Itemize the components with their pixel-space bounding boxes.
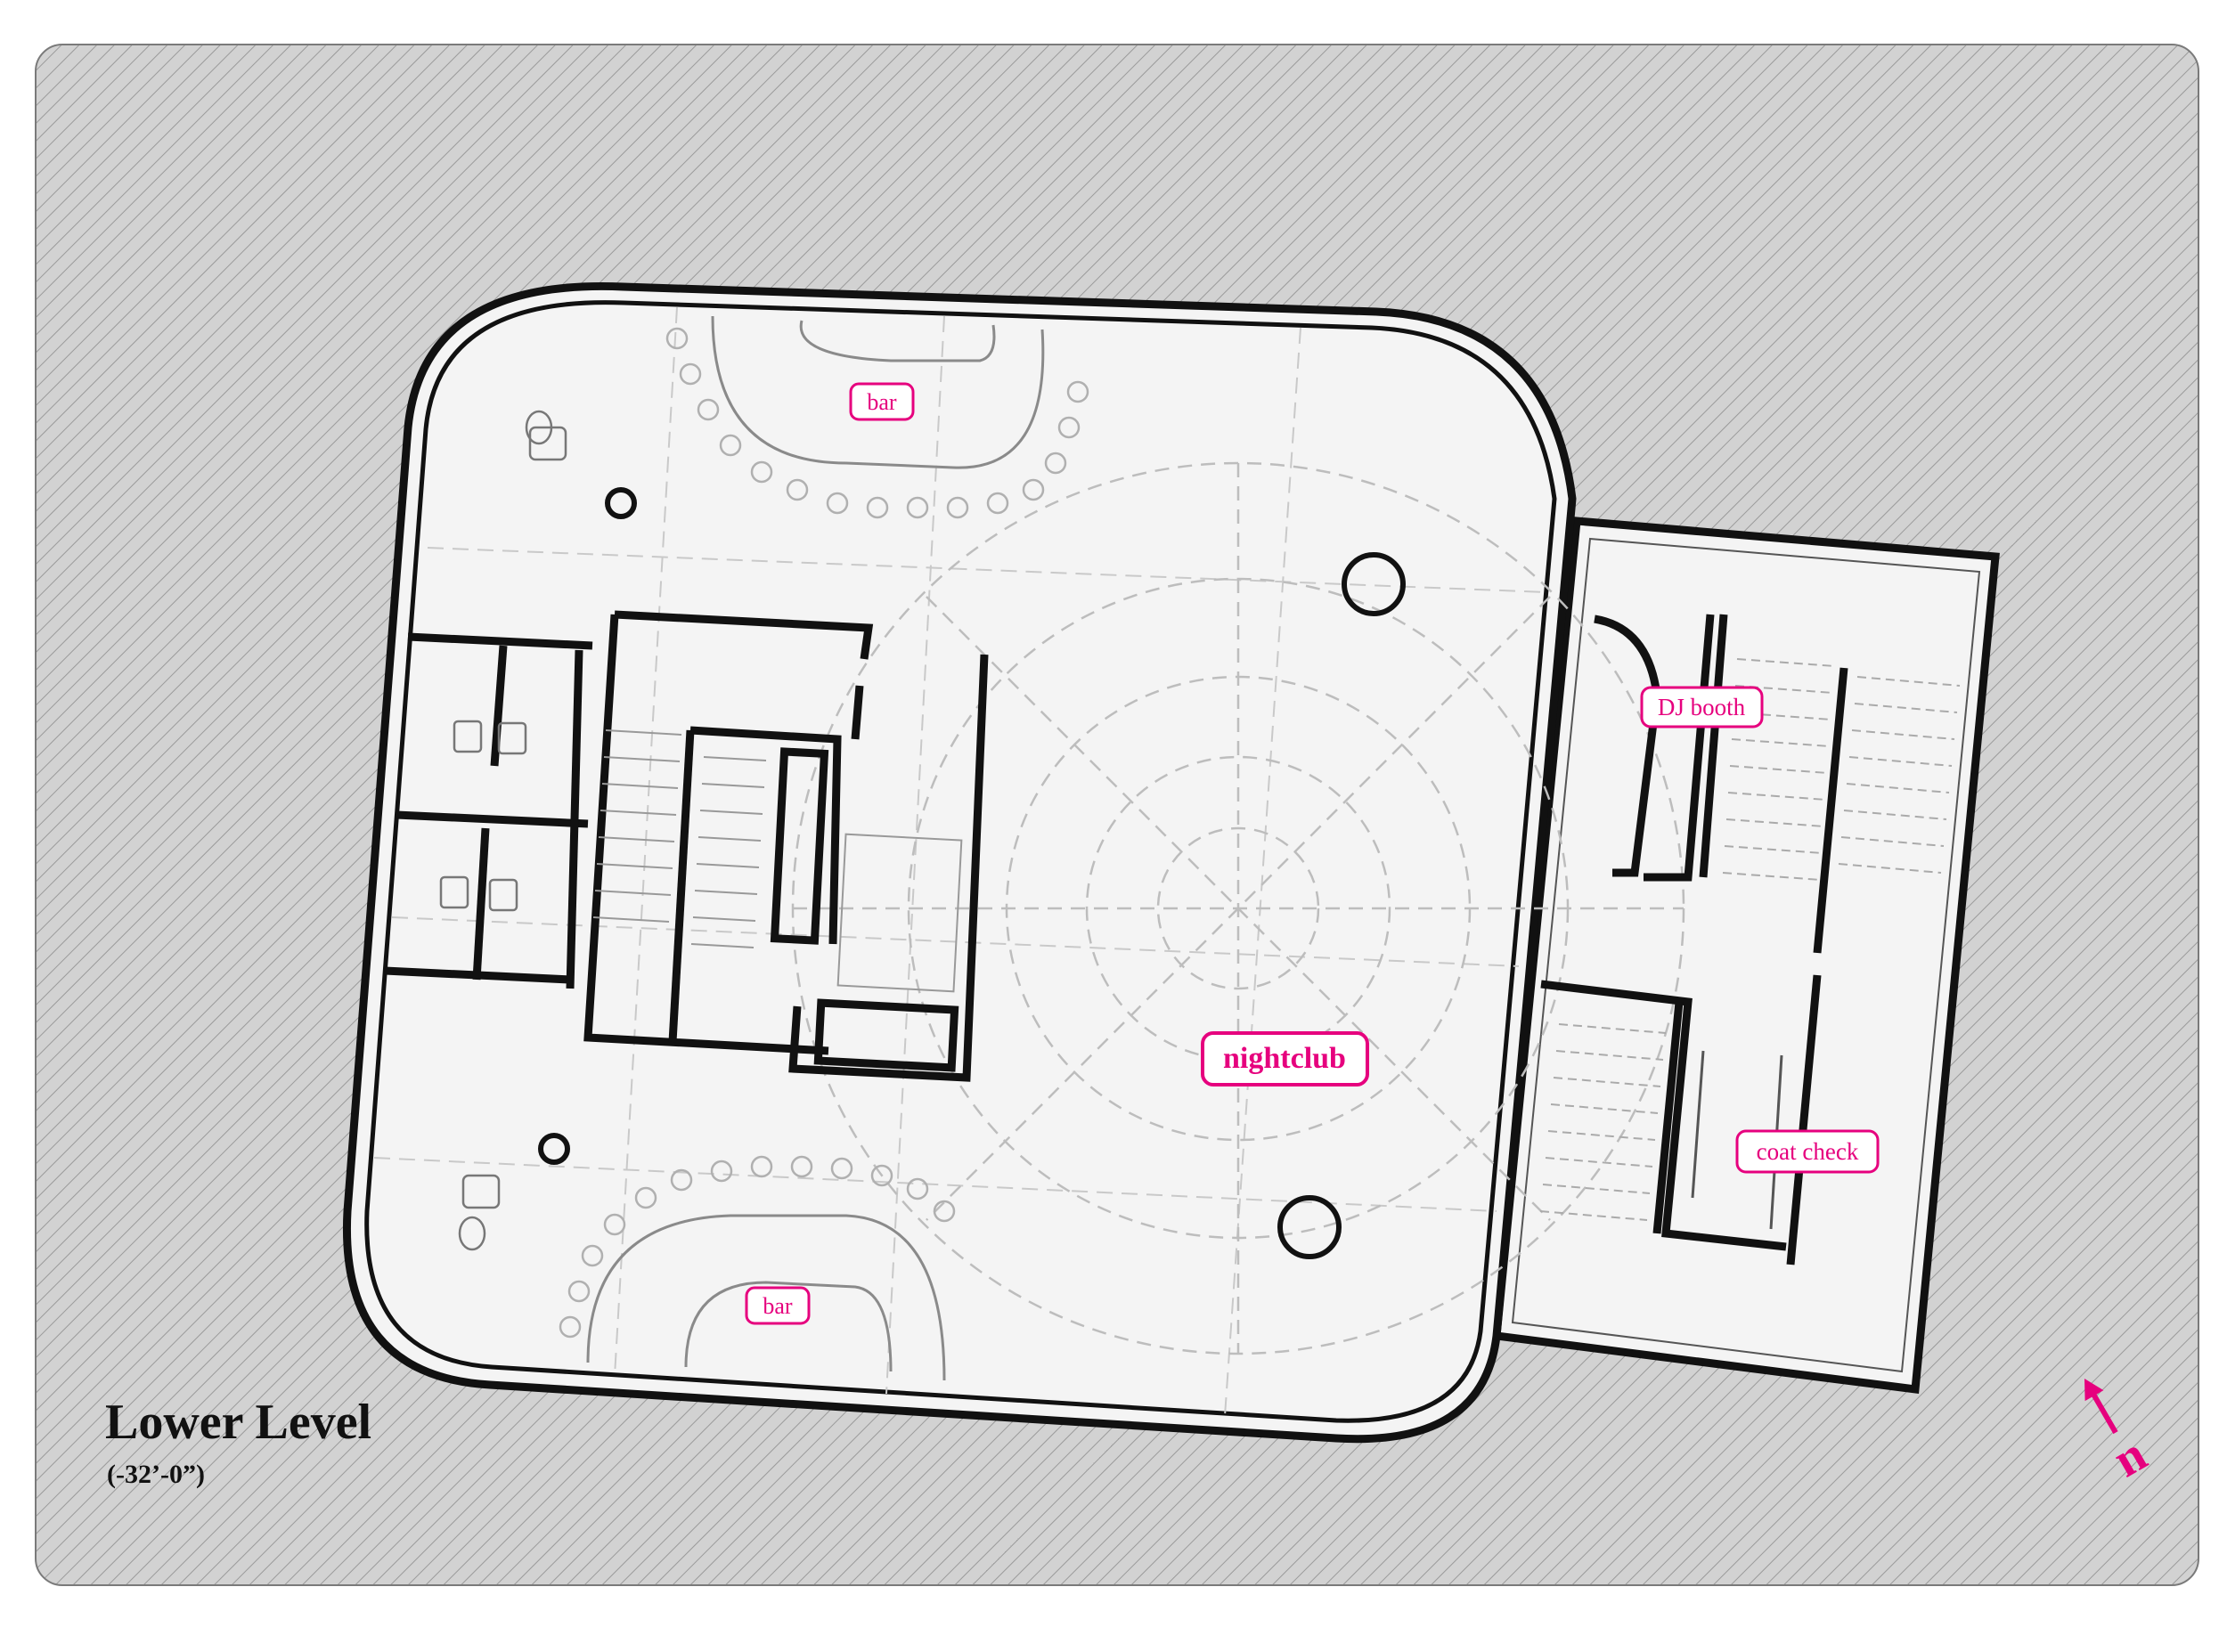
label-nightclub: nightclub bbox=[1201, 1031, 1369, 1086]
dance-floor-rings bbox=[791, 461, 1685, 1355]
label-dj-booth-text: DJ booth bbox=[1658, 694, 1746, 720]
west-restroom-core bbox=[384, 610, 989, 1082]
west-core-detail bbox=[592, 729, 963, 993]
south-bar bbox=[559, 1155, 956, 1381]
label-coat-check-text: coat check bbox=[1757, 1138, 1859, 1165]
restroom-fixtures bbox=[439, 410, 567, 1251]
drawing-title: Lower Level bbox=[105, 1395, 371, 1450]
columns bbox=[538, 487, 1406, 1259]
label-dj-booth: DJ booth bbox=[1640, 686, 1764, 728]
north-bar bbox=[665, 315, 1089, 519]
label-bar-north: bar bbox=[849, 382, 915, 421]
label-bar-south: bar bbox=[745, 1286, 811, 1325]
drawing-elevation: (-32’-0”) bbox=[107, 1460, 205, 1489]
label-bar-north-text: bar bbox=[867, 389, 897, 415]
label-nightclub-text: nightclub bbox=[1223, 1042, 1346, 1075]
east-wing bbox=[1492, 517, 2000, 1395]
label-coat-check: coat check bbox=[1735, 1129, 1880, 1174]
label-bar-south-text: bar bbox=[763, 1293, 793, 1319]
